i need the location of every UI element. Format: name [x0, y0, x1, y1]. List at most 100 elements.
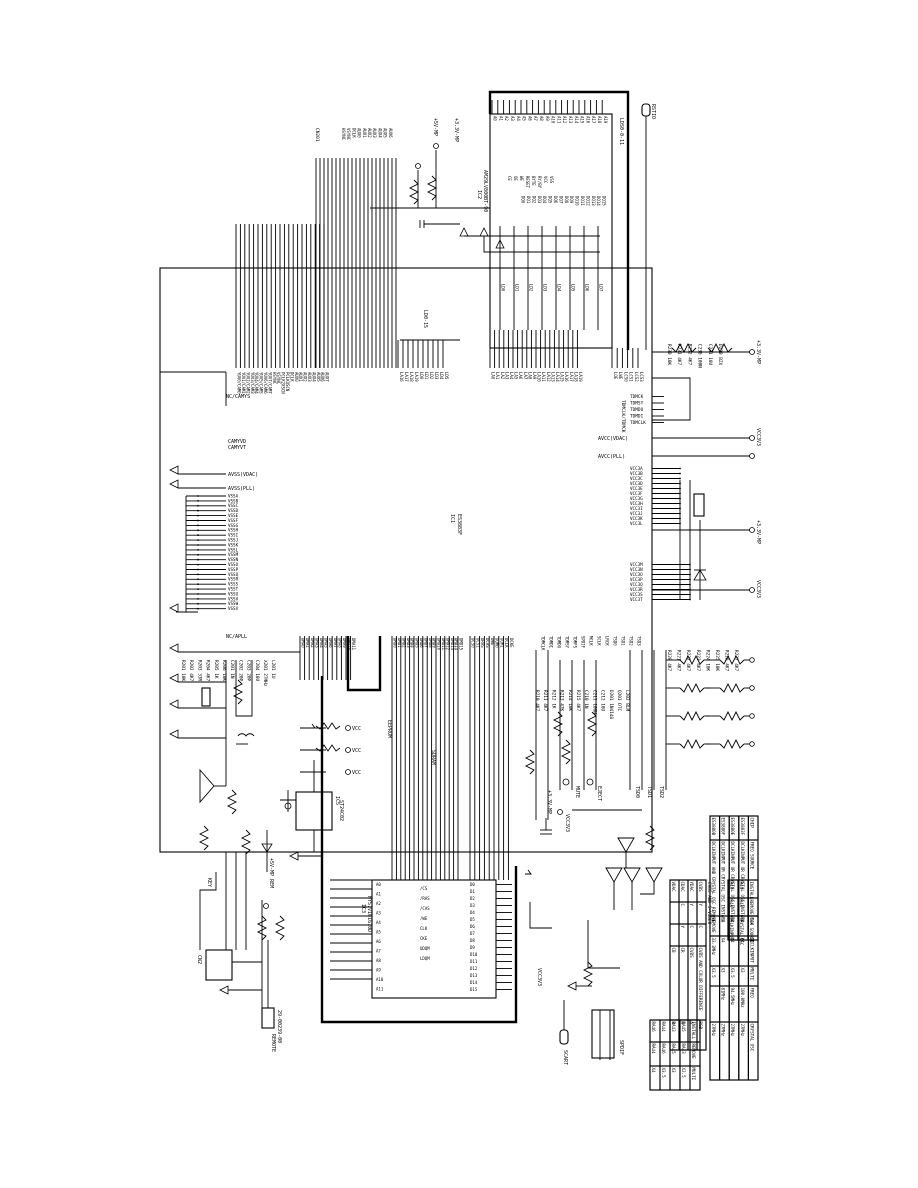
video-pin-label: YUV5/CAM5 — [259, 372, 264, 394]
sdram-addr-pin: A9 — [376, 968, 381, 973]
vss-pin-label: VSSQ — [228, 572, 239, 577]
flash-addr-pin: A15 — [580, 116, 585, 124]
dram-data-label: DMD15 — [459, 638, 464, 651]
mid-passive-label: Q201 DTC — [616, 690, 622, 712]
vcc-pin-label-2: VCC3T — [630, 597, 643, 602]
video-pin-label: YUV1/CAM1 — [241, 372, 246, 394]
host-addr-label: LA3 — [504, 372, 509, 380]
vss-pin-label: VSSV — [228, 596, 239, 601]
flash-ctrl-pin: VSS — [549, 176, 554, 184]
freq-table-cell: 27MHz — [721, 1024, 726, 1037]
r201 — [226, 789, 238, 815]
sdram-ic-label: SDRAM — [430, 750, 436, 765]
spdif-out-label-3: TSD2 — [658, 786, 664, 798]
sdram-data-pin: D6 — [470, 924, 475, 929]
flash-ic-part: AM29LV800BT-90 — [482, 170, 488, 212]
vss-pin-label: VSSA — [228, 493, 239, 498]
vcc-pin-label: VCC3D — [630, 481, 643, 486]
flash-addr-pin: A10 — [551, 116, 556, 124]
sdram-ctrl-pin: /CAS — [420, 906, 430, 911]
camyvt-label: CAMYVT — [228, 445, 246, 451]
vcc3v3-mid-label: VCC3V3 — [564, 814, 570, 832]
freq-table-cell: ES3880B — [711, 818, 716, 836]
right-passive-label: R232 4K7 — [686, 344, 692, 366]
install-table-cell: CRYSTAL OSC — [739, 918, 744, 946]
sdram-data-pin: D12 — [470, 966, 478, 971]
bottom-passive-label: R222 4K7 — [685, 650, 691, 672]
video-table-cell: VDAC — [671, 882, 676, 893]
dram-addr-label: DMA8 — [337, 638, 342, 648]
vcc-pin-label: VCC3C — [630, 476, 643, 481]
vss-pin-label: VSSC — [228, 503, 239, 508]
flash-addr-pin: A14 — [574, 116, 579, 124]
sdram-data-pin: D1 — [470, 889, 475, 894]
sdram-addr-pin: A11 — [376, 987, 384, 992]
host-addr-label: LA9 — [532, 372, 537, 380]
freq-table-cell: CRYSTAL OSC — [749, 1024, 754, 1052]
sdram-ic-outline — [371, 879, 497, 999]
audio-pin-label: TSD3 — [637, 636, 642, 646]
vss-pin-label: VSSH — [228, 528, 239, 533]
flash-addr-pin: A0 — [493, 116, 498, 121]
flash-data-pin: DQ9 — [569, 196, 574, 204]
r202 — [198, 825, 210, 851]
mid-passive-label: L202 BLM — [624, 690, 630, 712]
install-table-cell: CLK SOURCE — [749, 918, 754, 944]
vcc-pin-label: VCC3I — [630, 506, 643, 511]
install2-table-cell: MULTI — [691, 1068, 696, 1081]
host-addr-label: LA1 — [495, 372, 500, 380]
flash-addr-pin: A1 — [498, 116, 503, 121]
dram-addr-label: DMA1 — [305, 638, 310, 648]
video-pin-label: AUX0 — [294, 372, 299, 382]
right-passive-label: D230 BZX — [717, 344, 723, 366]
r214 — [586, 711, 598, 737]
vss-pin-label: VSSO — [228, 562, 239, 567]
r213 — [552, 711, 564, 737]
dram-addr-label: DMA3 — [314, 638, 319, 648]
host-ctrl-label: LCS3 — [639, 372, 644, 382]
left-passive-label: R203 33R — [196, 660, 202, 682]
mute-label: MUTE — [574, 786, 580, 798]
host-data-label: LD1 — [515, 284, 520, 292]
video-connector-label: VSYNC — [346, 128, 351, 141]
vcc-tag-1: VCC — [352, 726, 361, 732]
left-passive-label: C204 10U — [254, 660, 260, 682]
dram-bus-thick-2 — [346, 636, 382, 692]
host-extra-label: LA19 — [414, 372, 419, 382]
eeprom-ic: IC5 ST24C02 EEPROM — [295, 720, 392, 852]
flash-addr-pin: A8 — [539, 116, 544, 121]
video-table-cell: Y — [689, 904, 694, 907]
video-table-cell: CDAC — [680, 882, 685, 893]
host-ctrl-label: LWE — [618, 372, 623, 380]
vcc-pin-label: VCC3L — [630, 521, 643, 526]
dram-ctrl-label: DCS0 — [471, 638, 476, 648]
left-passive-label: R205 1K — [213, 660, 219, 679]
host-data-label: LD0 — [501, 284, 506, 292]
dram-addr-label: DMA7 — [333, 638, 338, 648]
video-pin-label: PCLK2XSCN — [281, 372, 286, 394]
host-addr-label: LA7 — [523, 372, 528, 380]
video-connector-label: AUX2 — [367, 128, 372, 138]
gate-2 — [605, 867, 623, 883]
flash-addr-pin: A9 — [545, 116, 550, 121]
host-addr-label: LA12 — [546, 372, 551, 382]
sdram-data-pin: D3 — [470, 903, 475, 908]
host-extra-label: LD1 — [424, 372, 429, 380]
flash-data-pin: DQ4 — [542, 196, 547, 204]
mid-passive-label: R212 1K — [550, 690, 556, 709]
host-addr-label: LA2 — [500, 372, 505, 380]
vcc-pin-label: VCC3B — [630, 471, 643, 476]
r233 — [408, 179, 420, 205]
video-pin-label: AUX4 — [311, 372, 316, 382]
vss-pin-label: VSSL — [228, 547, 239, 552]
key-label: KEY — [206, 878, 212, 887]
flash-addr-pin: A7 — [533, 116, 538, 121]
r211 — [315, 744, 341, 752]
spdif-output: SPDIF SCART VCC3V3 — [525, 869, 624, 1065]
remote-connector-body — [261, 1007, 275, 1029]
sdram-addr-pin: A10 — [376, 977, 384, 982]
vcc-pin-label: VCC3J — [630, 511, 643, 516]
host-ctrl-label: LCS1 — [629, 372, 634, 382]
